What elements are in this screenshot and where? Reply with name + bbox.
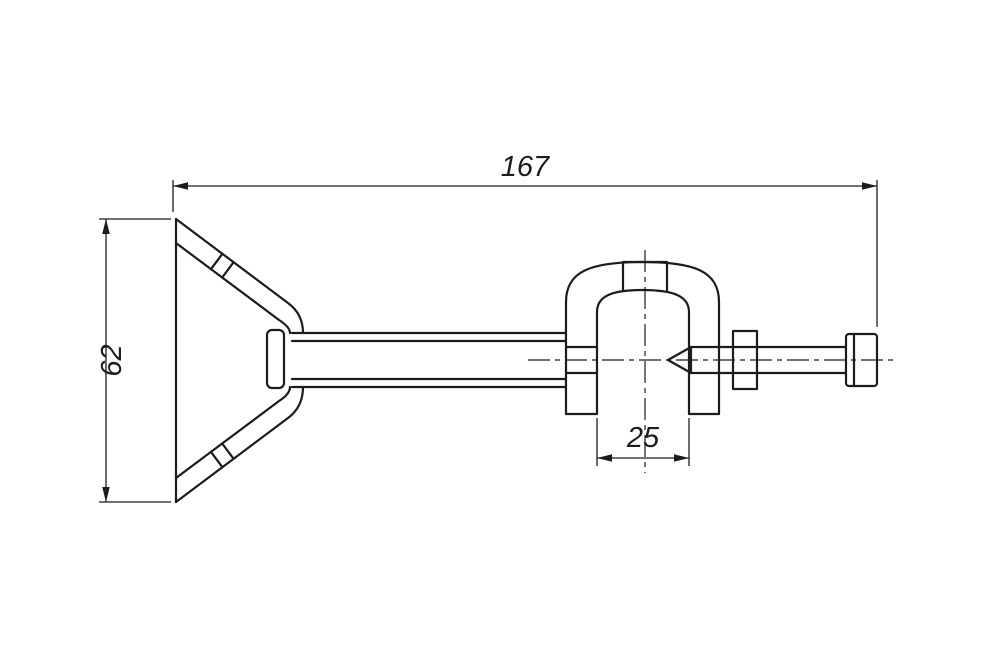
dimension-text-jaw-opening: 25 (626, 422, 660, 454)
bracket-profile (174, 217, 305, 504)
bracket-outer-bottom-edge (174, 385, 305, 504)
screw-shaft-outer (755, 345, 848, 375)
dimension-jaw-opening: 25 (596, 418, 690, 466)
bracket-inner-bottom-edge (174, 385, 292, 480)
arrowhead-right (674, 454, 689, 462)
dimension-overall-length: 167 (172, 151, 878, 327)
clamp-left-jaw-hole-lines (564, 345, 599, 375)
bracket-outer-top-edge (174, 217, 305, 335)
dimension-text-overall-length: 167 (501, 151, 551, 183)
bracket-top-tab-lines (209, 252, 235, 279)
clamp-outline (564, 260, 721, 416)
bracket-bottom-tab-lines (209, 442, 235, 469)
centerlines (528, 250, 897, 473)
arrowhead-top (102, 219, 110, 234)
arrowhead-left (173, 182, 188, 190)
arrowhead-right (862, 182, 877, 190)
bracket-slot (265, 328, 286, 390)
screw-shaft-inner (689, 345, 735, 375)
arrowhead-left (597, 454, 612, 462)
arrowhead-bottom (102, 487, 110, 502)
clamp-body (564, 260, 721, 416)
dimension-overall-height: 62 (96, 218, 171, 503)
strut-bar (290, 331, 568, 389)
hex-nut-facet-lines (731, 345, 759, 375)
bracket-inner-top-edge (174, 241, 292, 335)
dimension-text-overall-height: 62 (96, 344, 128, 376)
